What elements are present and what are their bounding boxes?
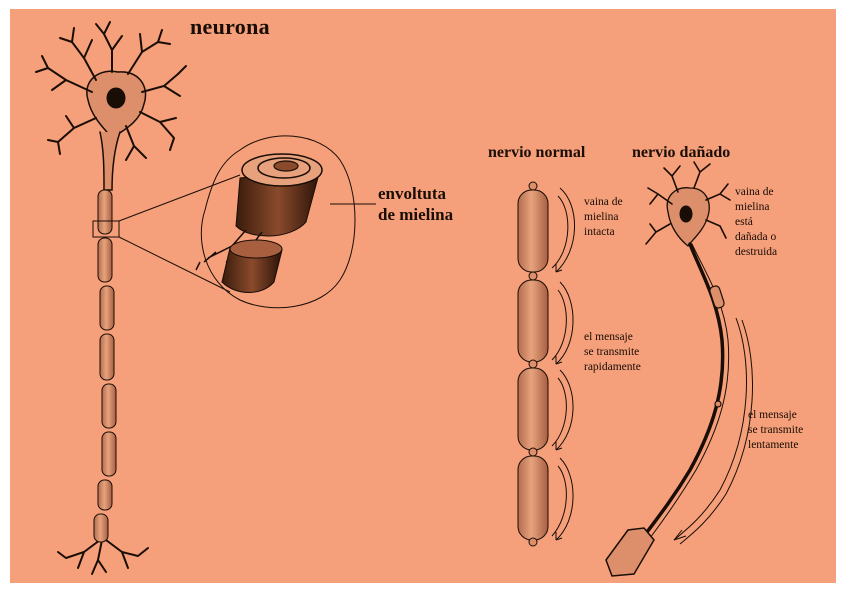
- myelin-callout: [196, 136, 376, 308]
- left-axon-segments: [94, 190, 116, 542]
- damaged-nerve-heading: nervio dañado: [632, 144, 730, 162]
- damaged-sheath-note: vaina de mielina está dañada o destruida: [735, 185, 777, 260]
- myelin-label-line-1: envoltuta: [378, 184, 446, 204]
- normal-nerve-segment: [518, 190, 548, 272]
- normal-nerve-segment: [518, 456, 548, 540]
- normal-nerve-segment: [518, 368, 548, 450]
- diagram-title: neurona: [190, 14, 270, 40]
- damaged-terminal: [606, 528, 654, 576]
- left-axon-segment: [102, 432, 116, 476]
- left-axon-terminals: [58, 540, 148, 574]
- damaged-node: [715, 401, 721, 407]
- normal-message-note-line: el mensaje: [584, 330, 641, 345]
- left-axon-segment: [98, 190, 112, 234]
- damaged-sheath-note-line: mielina: [735, 200, 777, 215]
- normal-nerve-node: [529, 360, 537, 368]
- damaged-message-note: el mensaje se transmite lentamente: [748, 408, 803, 453]
- left-neuron-nucleus: [107, 88, 125, 108]
- left-axon-hillock: [100, 132, 120, 190]
- normal-sheath-note: vaina de mielina intacta: [584, 195, 623, 240]
- normal-nerve-node: [529, 538, 537, 546]
- normal-sheath-note-line: intacta: [584, 225, 623, 240]
- damaged-message-note-line: se transmite: [748, 423, 803, 438]
- normal-nerve-node: [529, 272, 537, 280]
- normal-sheath-note-line: mielina: [584, 210, 623, 225]
- zoom-line-bottom: [119, 237, 230, 292]
- normal-nerve-heading: nervio normal: [488, 144, 585, 162]
- left-axon-segment: [102, 384, 116, 428]
- left-axon-segment: [100, 334, 114, 380]
- left-axon-segment: [98, 238, 112, 282]
- damaged-nerve-arrow: [674, 318, 753, 544]
- normal-nerve-node: [529, 448, 537, 456]
- damaged-message-note-line: lentamente: [748, 438, 803, 453]
- damaged-message-note-line: el mensaje: [748, 408, 803, 423]
- damaged-sheath-note-line: dañada o: [735, 230, 777, 245]
- left-axon-segment: [100, 286, 114, 330]
- left-axon-segment: [98, 480, 112, 510]
- normal-message-note: el mensaje se transmite rapidamente: [584, 330, 641, 375]
- damaged-sheath-note-line: destruida: [735, 245, 777, 260]
- left-axon-segment: [94, 514, 108, 542]
- normal-nerve-arrows: [552, 188, 575, 540]
- normal-message-note-line: rapidamente: [584, 360, 641, 375]
- damaged-myelin-patch-1: [709, 285, 725, 309]
- myelin-label-line-2: de mielina: [378, 205, 453, 225]
- normal-sheath-note-line: vaina de: [584, 195, 623, 210]
- zoom-line-top: [119, 175, 240, 221]
- damaged-sheath-note-line: vaina de: [735, 185, 777, 200]
- normal-nerve-segment: [518, 280, 548, 362]
- normal-nerve-segments: [518, 182, 548, 546]
- damaged-neuron-nucleus: [680, 206, 692, 222]
- normal-nerve-node: [529, 182, 537, 190]
- normal-message-note-line: se transmite: [584, 345, 641, 360]
- damaged-sheath-note-line: está: [735, 215, 777, 230]
